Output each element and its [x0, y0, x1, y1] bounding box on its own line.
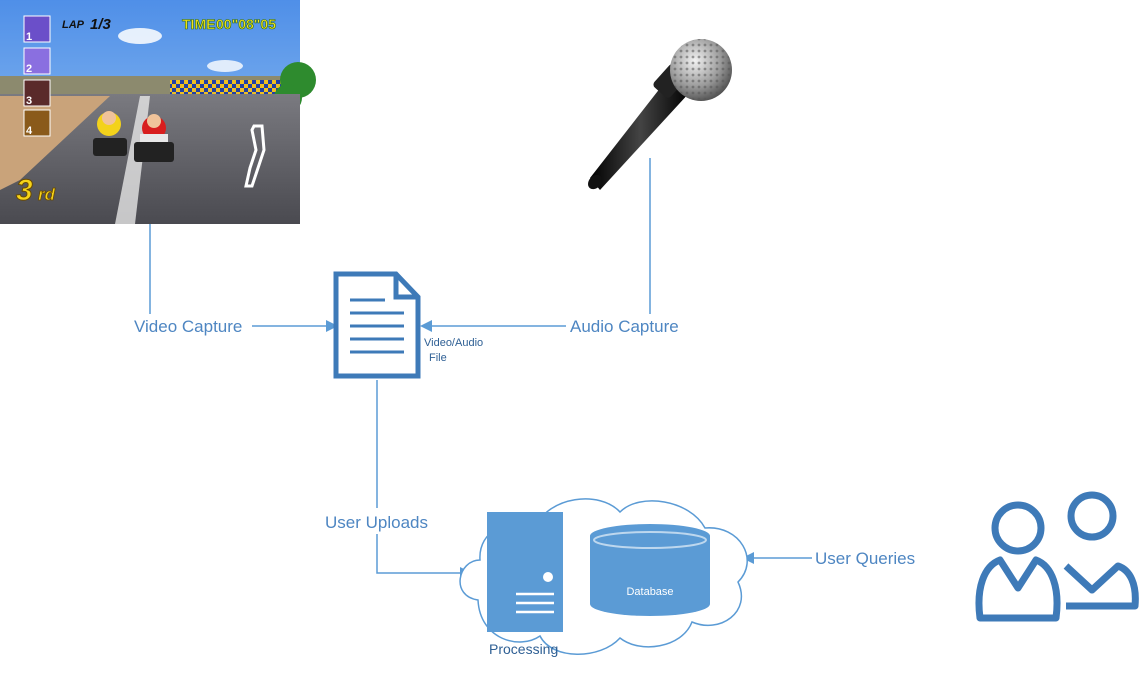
track-minimap [244, 124, 266, 188]
time-label: TIME [182, 16, 215, 32]
time-value: 00"08"05 [216, 16, 276, 32]
arrow-audio [420, 320, 432, 332]
audio-capture-label: Audio Capture [570, 317, 679, 336]
database-label: Database [626, 586, 673, 598]
user-uploads-label: User Uploads [325, 513, 428, 532]
rank-portraits: 1 2 3 4 [23, 15, 51, 137]
arrow-queries [742, 552, 754, 564]
server-icon [487, 512, 563, 632]
arrow-video [326, 320, 338, 332]
race-position-suffix: rd [38, 185, 56, 204]
document-icon [333, 271, 421, 379]
race-position: 3 [16, 174, 33, 207]
edge-uploads-bottom [376, 534, 464, 574]
video-capture-label: Video Capture [134, 317, 242, 336]
file-label-line2: File [429, 352, 447, 364]
database-icon [590, 524, 710, 616]
rank-2: 2 [26, 63, 32, 75]
microphone-icon [588, 39, 732, 190]
rank-4: 4 [26, 125, 33, 137]
game-screenshot: 1 2 3 4 LAP 1/3 TIME 00"08"05 3 rd [0, 0, 316, 224]
lap-value: 1/3 [90, 16, 112, 33]
rank-1: 1 [26, 31, 32, 43]
rank-3: 3 [26, 95, 32, 107]
lap-label: LAP [62, 19, 85, 31]
file-label-line1: Video/Audio [424, 337, 483, 349]
users-icon [975, 491, 1139, 622]
user-queries-label: User Queries [815, 549, 915, 568]
processing-label: Processing [489, 641, 558, 657]
kart-right [134, 114, 174, 162]
kart-left [93, 111, 127, 156]
labels: Video Capture Audio Capture Video/Audio … [132, 314, 922, 657]
